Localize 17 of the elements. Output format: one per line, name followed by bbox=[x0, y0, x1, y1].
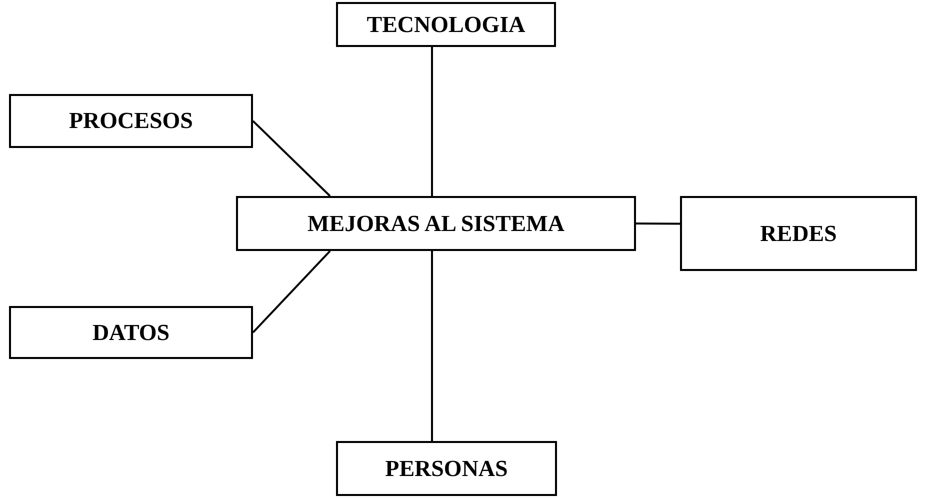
text-box bbox=[236, 196, 636, 251]
connector-line bbox=[636, 222, 680, 225]
box-label: TECNOLOGIA bbox=[366, 12, 526, 38]
connector-line bbox=[252, 120, 331, 197]
box-label: PROCESOS bbox=[69, 108, 193, 134]
box-label: PERSONAS bbox=[385, 456, 508, 482]
text-box bbox=[680, 196, 917, 271]
text-box bbox=[336, 441, 557, 496]
connector-line bbox=[431, 251, 433, 441]
connector-line bbox=[431, 47, 433, 196]
text-box bbox=[9, 94, 253, 148]
box-label: MEJORAS AL SISTEMA bbox=[308, 210, 564, 236]
box-label: DATOS bbox=[92, 320, 170, 346]
text-box bbox=[9, 306, 253, 359]
box-label: REDES bbox=[760, 220, 837, 246]
connector-line bbox=[252, 250, 331, 334]
text-box bbox=[336, 2, 556, 47]
